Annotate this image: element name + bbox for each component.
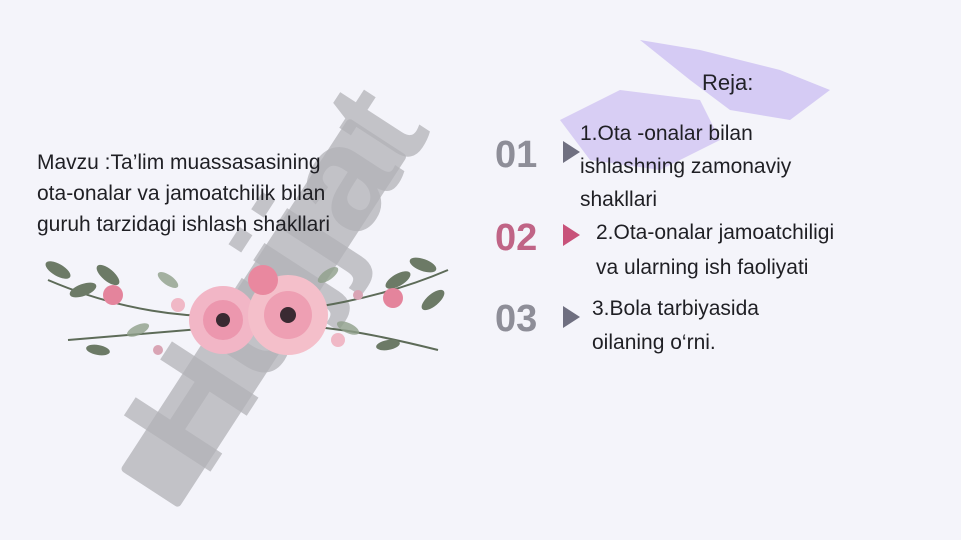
item-text-03-line2: oilaning o‘rni. [592,331,716,354]
item-arrow-01-icon [563,141,580,163]
flower-wreath-icon [45,257,449,356]
item-arrow-03-icon [563,306,580,328]
plan-title: Reja: [702,70,754,95]
item-text-01-line1: 1.Ota -onalar bilan [580,122,753,145]
item-text-02-line2: va ularning ish faoliyati [596,256,809,279]
item-text-03-line1: 3.Bola tarbiyasida [592,297,759,320]
item-text-01-line3: shakllari [580,188,658,211]
item-number-02: 02 [495,217,538,259]
item-arrow-02-icon [563,224,580,246]
item-number-01: 01 [495,134,538,176]
item-number-03: 03 [495,298,538,340]
item-text-02-line1: 2.Ota-onalar jamoatchiligi [596,221,835,244]
item-text-01-line2: ishlashning zamonaviy [580,155,792,178]
topic-text: Mavzu :Ta’lim muassasasining ota-onalar … [37,151,330,236]
